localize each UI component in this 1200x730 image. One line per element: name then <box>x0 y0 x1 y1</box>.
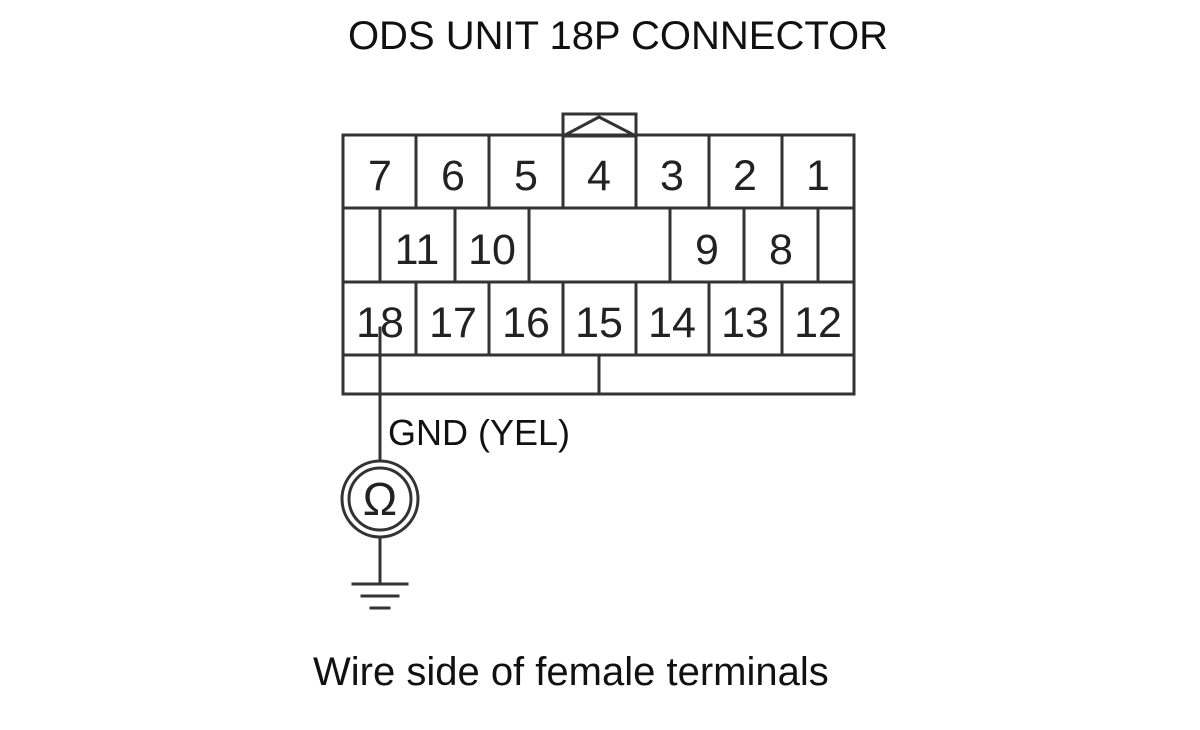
pin-5: 5 <box>514 152 538 200</box>
pin-13: 13 <box>721 299 769 347</box>
pin-9: 9 <box>695 226 719 274</box>
pin-12: 12 <box>794 299 842 347</box>
diagram-caption: Wire side of female terminals <box>313 650 829 694</box>
pin-15: 15 <box>575 299 623 347</box>
pin-11: 11 <box>395 226 440 274</box>
ground-icon <box>351 582 409 610</box>
pin-2: 2 <box>733 152 757 200</box>
pin-10: 10 <box>468 226 516 274</box>
pin-16: 16 <box>502 299 550 347</box>
pin-1: 1 <box>806 152 830 200</box>
pin-8: 8 <box>769 226 793 274</box>
pin-14: 14 <box>648 299 696 347</box>
ohm-symbol: Ω <box>363 473 397 525</box>
pin-18: 18 <box>356 299 404 347</box>
pin-4: 4 <box>587 152 611 200</box>
wire-label: GND (YEL) <box>388 412 571 453</box>
pin-17: 17 <box>429 299 477 347</box>
pin-3: 3 <box>660 152 684 200</box>
connector-latch-icon <box>561 112 638 138</box>
diagram-title: ODS UNIT 18P CONNECTOR <box>347 14 889 58</box>
pin-7: 7 <box>368 152 392 200</box>
pin-6: 6 <box>441 152 465 200</box>
